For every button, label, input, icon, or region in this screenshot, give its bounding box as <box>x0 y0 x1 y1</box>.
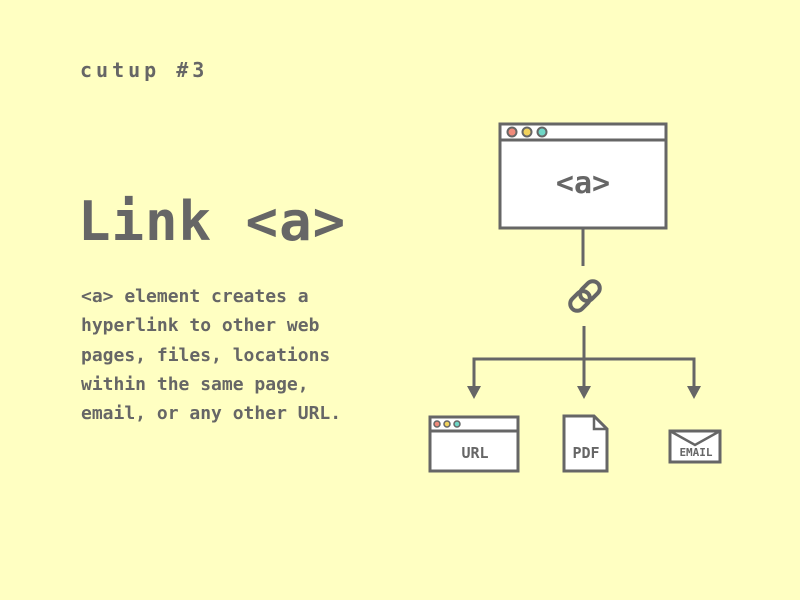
description-line: <a> element creates a <box>81 286 309 307</box>
browser-window-icon: <a> <box>498 122 668 230</box>
email-label: EMAIL <box>679 446 712 459</box>
page-title: Link <a> <box>78 190 347 253</box>
cutup-label: cutup #3 <box>80 58 209 82</box>
url-label: URL <box>461 444 488 462</box>
url-target: URL <box>428 415 520 473</box>
description-line: email, or any other URL. <box>81 403 342 425</box>
description: <a> element creates a hyperlink to other… <box>81 282 341 428</box>
description-line: hyperlink to other web <box>81 315 320 337</box>
description-line: pages, files, locations <box>81 344 331 366</box>
browser-label: <a> <box>556 166 610 201</box>
pdf-label: PDF <box>572 444 599 462</box>
chain-link-icon <box>568 279 602 313</box>
arrowheads <box>467 386 701 399</box>
description-line: within the same page, <box>81 373 309 395</box>
document-icon: PDF <box>562 414 609 473</box>
envelope-icon: EMAIL <box>668 429 722 464</box>
branch-arrows <box>472 326 696 388</box>
